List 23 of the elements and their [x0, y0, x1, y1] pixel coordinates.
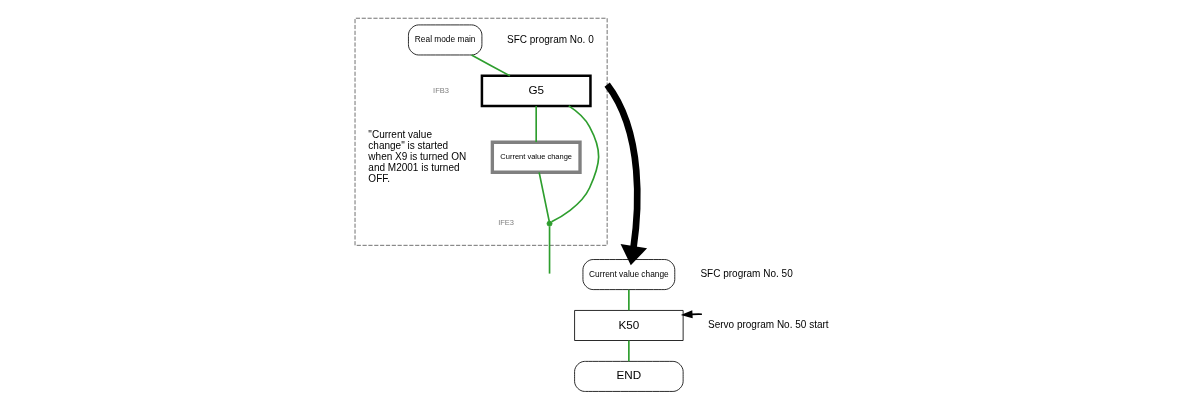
connector — [550, 105, 600, 223]
node-box: Real mode main — [408, 24, 483, 56]
connector — [535, 105, 538, 143]
node-box: END — [574, 360, 684, 392]
node-text: Servo program No. 50 start — [707, 319, 829, 331]
node-label: SFC program No. 0 — [507, 33, 594, 45]
arrow — [604, 82, 648, 266]
connector — [628, 288, 630, 312]
node-box: G5 — [480, 74, 592, 108]
node-box: Current value change — [582, 259, 676, 290]
connector — [538, 171, 551, 222]
node-label: SFC program No. 50 — [700, 268, 793, 280]
label: "Current value change" is started when X9 is turned ON and M2001 is turned OFF. — [368, 129, 467, 184]
connector — [470, 54, 511, 77]
label: IFE3 — [498, 218, 515, 228]
connector — [628, 339, 630, 363]
cluster — [354, 17, 608, 246]
connector — [548, 225, 551, 275]
node-circle — [546, 220, 553, 227]
label: IFB3 — [433, 85, 449, 95]
node-box: Current value change — [490, 140, 582, 174]
arrow — [680, 310, 703, 319]
node-box: K50 — [574, 310, 684, 341]
